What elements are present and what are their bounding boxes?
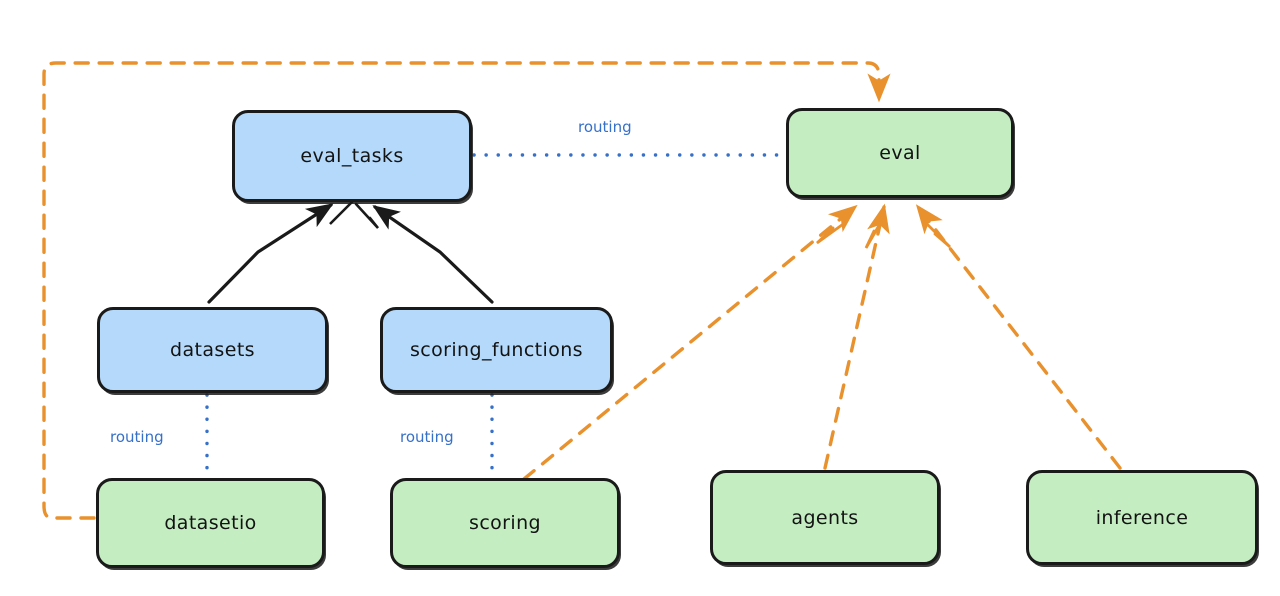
edge-inference-to-eval — [915, 204, 1122, 470]
node-datasetio[interactable]: datasetio — [96, 478, 325, 568]
node-eval-label: eval — [879, 142, 921, 164]
node-eval[interactable]: eval — [786, 108, 1014, 198]
edge-datasets-to-eval-tasks — [207, 203, 334, 304]
node-eval-tasks[interactable]: eval_tasks — [232, 110, 472, 202]
node-scoring-label: scoring — [469, 512, 541, 534]
node-inference-label: inference — [1095, 506, 1189, 529]
node-scoring-functions[interactable]: scoring_functions — [380, 307, 613, 393]
edge-scoring-functions-to-eval-tasks-sketch — [354, 202, 380, 229]
edge-label-routing-datasets: routing — [110, 428, 164, 446]
edge-label-routing-scoring-functions: routing — [400, 428, 454, 446]
edge-inference-to-eval-arrowhead-sketch — [923, 220, 951, 249]
node-datasetio-label: datasetio — [164, 512, 257, 534]
edge-datasets-to-eval-tasks-sketch — [329, 200, 354, 225]
node-datasets-label: datasets — [170, 339, 255, 361]
node-scoring-functions-label: scoring_functions — [410, 339, 583, 361]
edge-scoring-functions-to-eval-tasks — [372, 205, 494, 304]
node-eval-tasks-label: eval_tasks — [300, 145, 404, 167]
edge-scoring-to-eval-arrowhead-sketch — [816, 220, 848, 245]
node-inference[interactable]: inference — [1026, 470, 1258, 565]
edge-label-routing-eval-tasks: routing — [578, 118, 632, 136]
edge-agents-to-eval — [823, 203, 890, 470]
node-agents[interactable]: agents — [710, 470, 940, 565]
node-datasets[interactable]: datasets — [97, 307, 328, 393]
edge-agents-to-eval-arrowhead-sketch — [864, 220, 883, 249]
node-agents-label: agents — [791, 506, 859, 529]
node-scoring[interactable]: scoring — [390, 478, 620, 568]
